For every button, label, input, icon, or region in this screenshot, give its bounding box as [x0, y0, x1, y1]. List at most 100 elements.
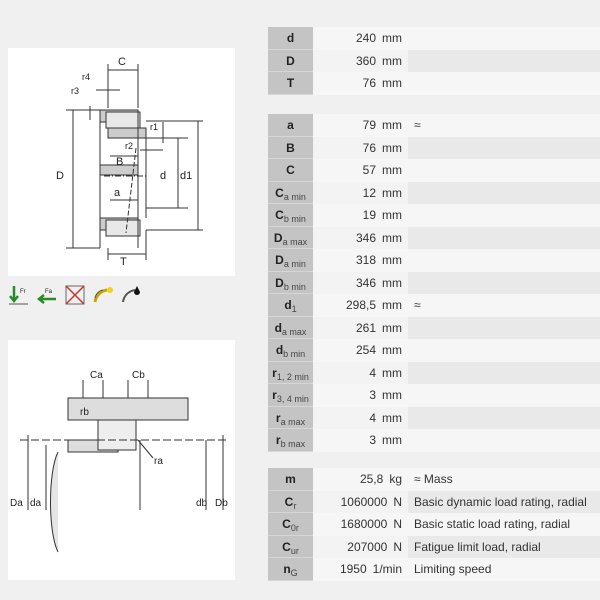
symbol: C [286, 163, 295, 177]
property-icons: Fr Fa [8, 284, 142, 308]
unit: N [393, 494, 402, 509]
bearing-dimension-drawing: C r4 r3 r1 r2 B D d d1 a T [8, 48, 235, 276]
symbol: T [286, 76, 295, 90]
description-cell [408, 361, 600, 384]
label-r1: r1 [150, 122, 158, 132]
description-cell [408, 181, 600, 204]
description-cell [408, 271, 600, 294]
symbol-subscript: b min [283, 281, 306, 292]
unit: mm [382, 253, 402, 267]
value-cell: 360 mm [313, 49, 408, 72]
label-r4: r4 [82, 72, 90, 82]
symbol: a [287, 118, 294, 132]
unit: mm [382, 275, 402, 290]
description-cell [408, 72, 600, 95]
symbol: r [275, 410, 281, 425]
symbol: C [282, 517, 291, 531]
label-Ca: Ca [90, 370, 103, 381]
value: 1680000 [340, 517, 388, 531]
unit: N [393, 539, 402, 554]
symbol-subscript: 3, 4 min [276, 394, 309, 404]
symbol: D [273, 230, 283, 245]
symbol: r [272, 365, 277, 380]
symbol-cell: B [268, 136, 313, 159]
symbol-cell: da max [268, 316, 313, 339]
symbol-subscript: a max [282, 236, 308, 247]
description-cell [408, 49, 600, 72]
description-cell: Limiting speed [408, 558, 600, 581]
symbol-subscript: a min [283, 191, 306, 202]
label-Cb: Cb [132, 370, 145, 381]
symbol-subscript: r [293, 500, 297, 511]
symbol-cell: Da min [268, 249, 313, 272]
symbol: C [275, 208, 284, 222]
description-cell: Basic static load rating, radial [408, 513, 600, 536]
symbol: D [286, 53, 295, 68]
description-cell: Fatigue limit load, radial [408, 535, 600, 558]
value: 298,5 [345, 298, 376, 312]
description-cell [408, 249, 600, 272]
symbol-cell: Ca min [268, 181, 313, 204]
description-cell [408, 136, 600, 159]
symbol-cell: Db min [268, 271, 313, 294]
label-B: B [116, 156, 123, 168]
symbol-subscript: ur [290, 545, 299, 556]
description-cell [408, 204, 600, 227]
label-d1: d1 [180, 170, 192, 182]
label-db: db [196, 498, 208, 509]
unit: mm [382, 185, 402, 200]
symbol-cell: d [268, 27, 313, 50]
symbol-cell: a [268, 114, 313, 137]
symbol-cell: C [268, 159, 313, 182]
symbol-subscript: a max [281, 326, 307, 337]
symbol-cell: C0r [268, 513, 313, 536]
symbol: n [283, 562, 291, 576]
value: 360 [355, 53, 376, 68]
label-C: C [118, 56, 126, 68]
value: 254 [355, 343, 376, 357]
not-separable-icon [65, 285, 85, 305]
symbol: d [275, 343, 284, 357]
symbol: r [275, 433, 281, 447]
value: 3 [369, 388, 376, 402]
symbol-cell: ra max [268, 406, 313, 429]
symbol: d [274, 320, 282, 335]
label-da: da [30, 498, 42, 509]
value: 19 [362, 208, 376, 222]
symbol-cell: r1, 2 min [268, 361, 313, 384]
label-D: D [56, 170, 64, 182]
symbol: d [286, 31, 295, 45]
description-cell: Basic dynamic load rating, radial [408, 490, 600, 513]
label-T: T [120, 256, 127, 268]
value: 1060000 [340, 494, 388, 509]
unit: mm [382, 140, 402, 155]
unit: kg [389, 472, 402, 486]
unit: mm [382, 53, 402, 68]
description-cell: ≈ [408, 294, 600, 317]
value: 346 [355, 230, 376, 245]
symbol: C [284, 494, 294, 509]
symbol-cell: d1 [268, 294, 313, 317]
